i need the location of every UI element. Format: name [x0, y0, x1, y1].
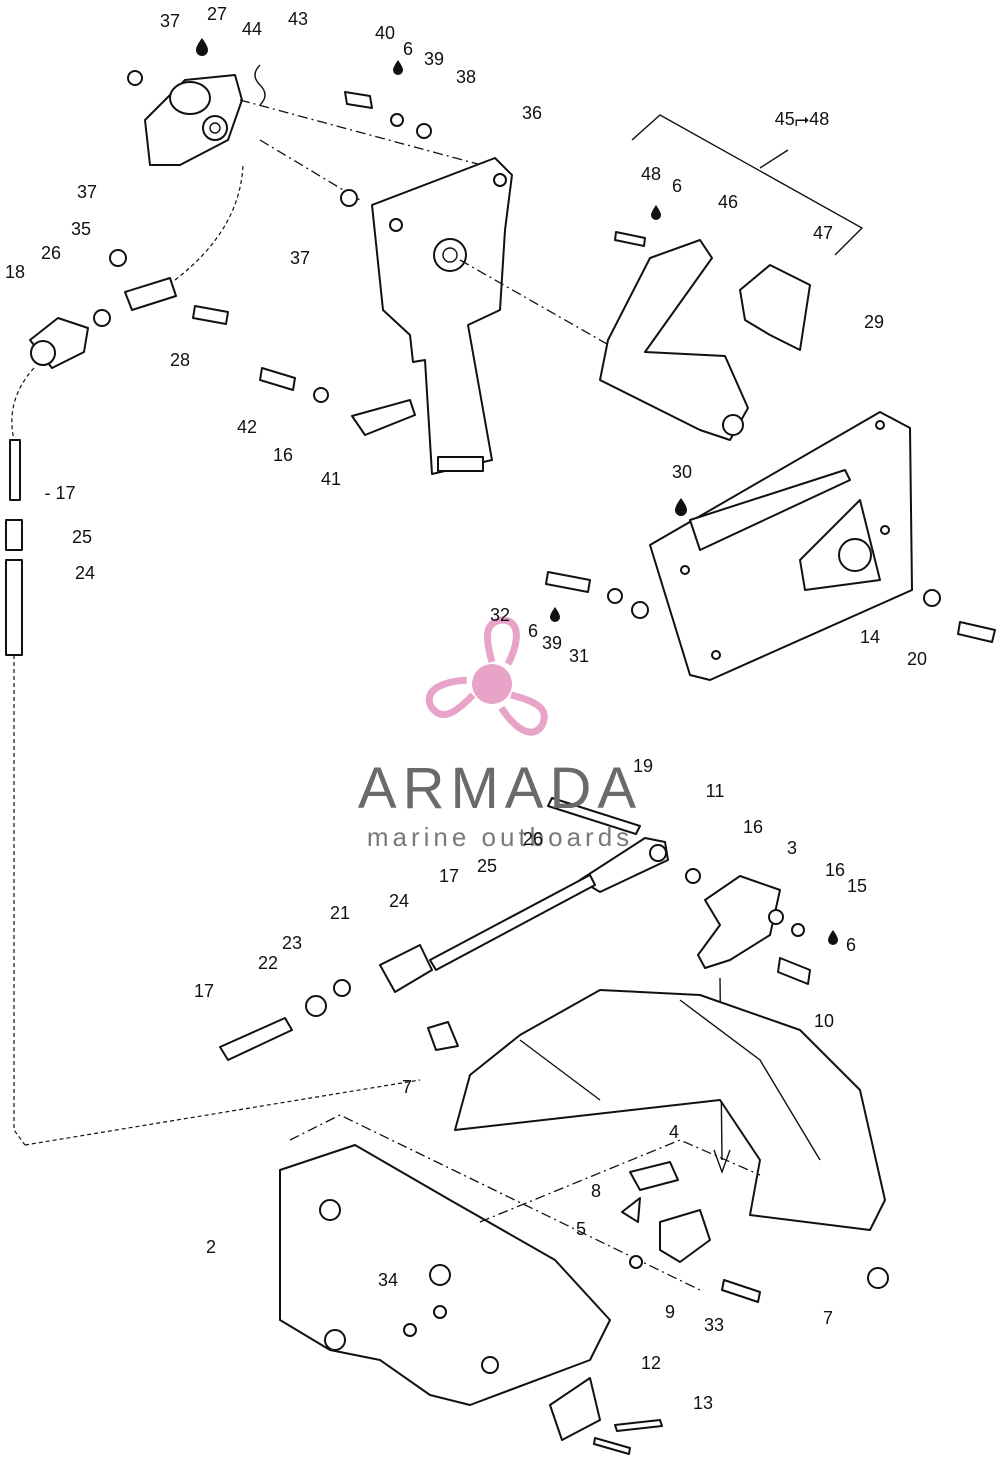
part-callout-6a: 6	[403, 39, 413, 59]
part-callout-37c: 37	[290, 248, 310, 268]
part-callout-26a: 26	[41, 243, 61, 263]
part-callout-33: 33	[704, 1315, 724, 1335]
part-callout-41: 41	[321, 469, 341, 489]
part-callout-40: 40	[375, 23, 395, 43]
part-callout-7a: 7	[402, 1077, 412, 1097]
part-callout-17a: - 17	[44, 483, 75, 503]
part-callout-18: 18	[5, 262, 25, 282]
part-callout-45-48: 45⮣48	[775, 109, 829, 129]
part-callout-16b: 16	[743, 817, 763, 837]
part-callout-14: 14	[860, 627, 880, 647]
part-callout-24a: 24	[75, 563, 95, 583]
part-callout-22: 22	[258, 953, 278, 973]
part-callout-25b: 25	[477, 856, 497, 876]
lubricant-drops	[196, 38, 838, 945]
drop-icon	[675, 498, 687, 516]
drop-icon	[828, 930, 838, 945]
propeller-logo-icon	[425, 616, 548, 736]
part-callout-17c: 17	[194, 981, 214, 1001]
cable-end-assembly	[5, 249, 421, 1146]
cable-link-assembly	[219, 797, 701, 1061]
part-callout-29: 29	[864, 312, 884, 332]
part-callout-15: 15	[847, 876, 867, 896]
part-callout-16c: 16	[825, 860, 845, 880]
part-callout-25a: 25	[72, 527, 92, 547]
part-callout-10: 10	[814, 1011, 834, 1031]
part-callout-30: 30	[672, 462, 692, 482]
cover-plate	[545, 411, 996, 681]
lever-and-handle	[599, 114, 864, 441]
part-callout-37a: 37	[160, 11, 180, 31]
part-callout-13: 13	[693, 1393, 713, 1413]
part-callout-24b: 24	[389, 891, 409, 911]
part-callout-17b: 17	[439, 866, 459, 886]
watermark-brand: ARMADA	[358, 756, 642, 821]
part-callout-32: 32	[490, 605, 510, 625]
part-callout-11: 11	[706, 781, 725, 801]
drop-icon	[393, 60, 403, 75]
part-callout-2: 2	[206, 1237, 216, 1257]
part-callout-35: 35	[71, 219, 91, 239]
armada-watermark: ARMADA marine outboards	[358, 616, 642, 852]
part-callout-12: 12	[641, 1353, 661, 1373]
part-callout-6d: 6	[846, 935, 856, 955]
part-callout-27: 27	[207, 4, 227, 24]
drop-icon	[550, 607, 560, 622]
part-callout-7b: 7	[823, 1308, 833, 1328]
part-callout-3: 3	[787, 838, 797, 858]
part-callout-16a: 16	[273, 445, 293, 465]
drop-icon	[196, 38, 208, 56]
part-callout-47: 47	[813, 223, 833, 243]
watermark-tagline: marine outboards	[367, 822, 633, 852]
part-callout-6b: 6	[672, 176, 682, 196]
part-callout-43: 43	[288, 9, 308, 29]
part-callout-42: 42	[237, 417, 257, 437]
part-callout-26b: 26	[523, 829, 543, 849]
part-callout-48: 48	[641, 164, 661, 184]
part-callout-19: 19	[633, 756, 653, 776]
part-callout-44: 44	[242, 19, 262, 39]
part-callout-39a: 39	[424, 49, 444, 69]
throttle-lever-assembly	[127, 64, 501, 281]
part-callout-9: 9	[665, 1302, 675, 1322]
part-callout-46: 46	[718, 192, 738, 212]
part-callout-36: 36	[522, 103, 542, 123]
part-callout-21: 21	[330, 903, 350, 923]
part-callout-23: 23	[282, 933, 302, 953]
part-callout-37b: 37	[77, 182, 97, 202]
drop-icon	[651, 205, 661, 220]
part-callout-38: 38	[456, 67, 476, 87]
part-callout-20: 20	[907, 649, 927, 669]
part-callout-6c: 6	[528, 621, 538, 641]
part-callout-34: 34	[378, 1270, 398, 1290]
part-callout-39b: 39	[542, 633, 562, 653]
part-callout-31: 31	[569, 646, 589, 666]
lower-housing	[279, 989, 889, 1455]
part-callout-5: 5	[576, 1219, 586, 1239]
part-callout-8: 8	[591, 1181, 601, 1201]
part-callout-28: 28	[170, 350, 190, 370]
part-callout-4: 4	[669, 1122, 679, 1142]
